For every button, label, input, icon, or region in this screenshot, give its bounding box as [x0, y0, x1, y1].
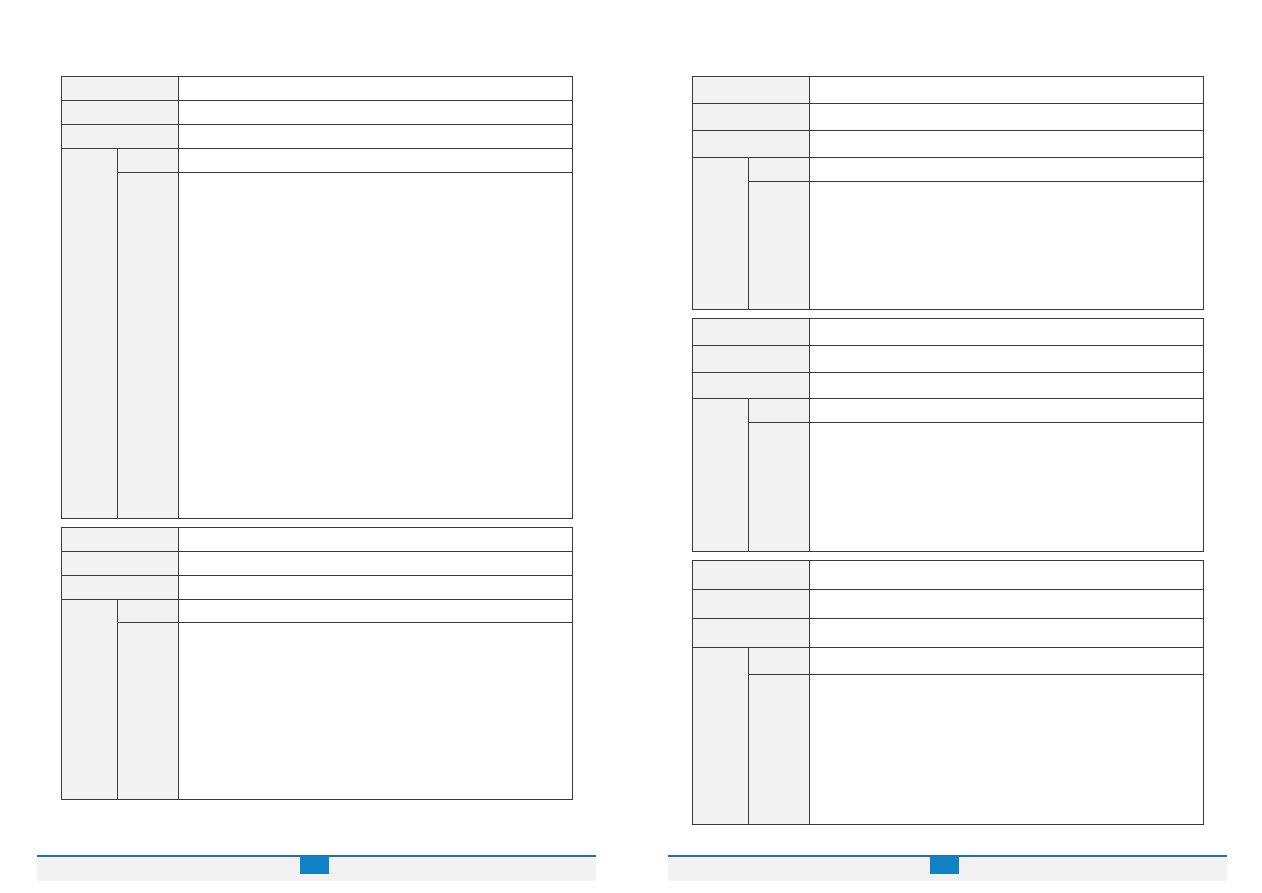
row-value — [178, 575, 573, 600]
row-label — [692, 103, 810, 131]
row-value — [809, 618, 1204, 648]
sub-row-value — [809, 647, 1204, 675]
row-label — [61, 575, 179, 600]
row-value — [809, 345, 1204, 373]
spec-table — [61, 527, 573, 800]
row-label — [61, 551, 179, 576]
spec-table — [692, 318, 1204, 552]
description-cell — [809, 674, 1204, 825]
row-label — [692, 318, 810, 346]
row-value — [178, 124, 573, 149]
sub-row-label — [117, 172, 179, 519]
group-label — [692, 647, 749, 825]
row-label — [61, 527, 179, 552]
sub-row-label — [748, 157, 810, 182]
group-label — [61, 148, 118, 519]
row-value — [809, 560, 1204, 590]
sub-row-label — [117, 148, 179, 173]
sub-row-value — [809, 398, 1204, 423]
sub-row-label — [748, 647, 810, 675]
sub-row-label — [748, 422, 810, 552]
row-value — [809, 76, 1204, 104]
row-label — [692, 345, 810, 373]
row-value — [809, 589, 1204, 619]
row-value — [178, 76, 573, 101]
group-label — [692, 157, 749, 310]
row-value — [178, 527, 573, 552]
row-label — [61, 124, 179, 149]
sub-row-label — [117, 599, 179, 623]
description-cell — [809, 181, 1204, 310]
sub-row-label — [117, 622, 179, 800]
sub-row-value — [178, 148, 573, 173]
page-number-tab — [930, 856, 959, 874]
row-value — [809, 372, 1204, 399]
row-value — [809, 103, 1204, 131]
row-label — [692, 372, 810, 399]
row-label — [692, 130, 810, 158]
spec-table — [692, 76, 1204, 310]
spec-table — [692, 560, 1204, 825]
description-cell — [178, 622, 573, 800]
row-value — [809, 130, 1204, 158]
spec-table — [61, 76, 573, 519]
description-cell — [178, 172, 573, 519]
row-value — [178, 551, 573, 576]
row-label — [692, 589, 810, 619]
sub-row-value — [178, 599, 573, 623]
row-label — [61, 100, 179, 125]
group-label — [692, 398, 749, 552]
row-label — [692, 76, 810, 104]
row-label — [61, 76, 179, 101]
row-value — [809, 318, 1204, 346]
description-cell — [809, 422, 1204, 552]
sub-row-label — [748, 181, 810, 310]
page-number-tab — [300, 856, 329, 874]
row-value — [178, 100, 573, 125]
sub-row-value — [809, 157, 1204, 182]
group-label — [61, 599, 118, 800]
sub-row-label — [748, 674, 810, 825]
row-label — [692, 618, 810, 648]
row-label — [692, 560, 810, 590]
sub-row-label — [748, 398, 810, 423]
